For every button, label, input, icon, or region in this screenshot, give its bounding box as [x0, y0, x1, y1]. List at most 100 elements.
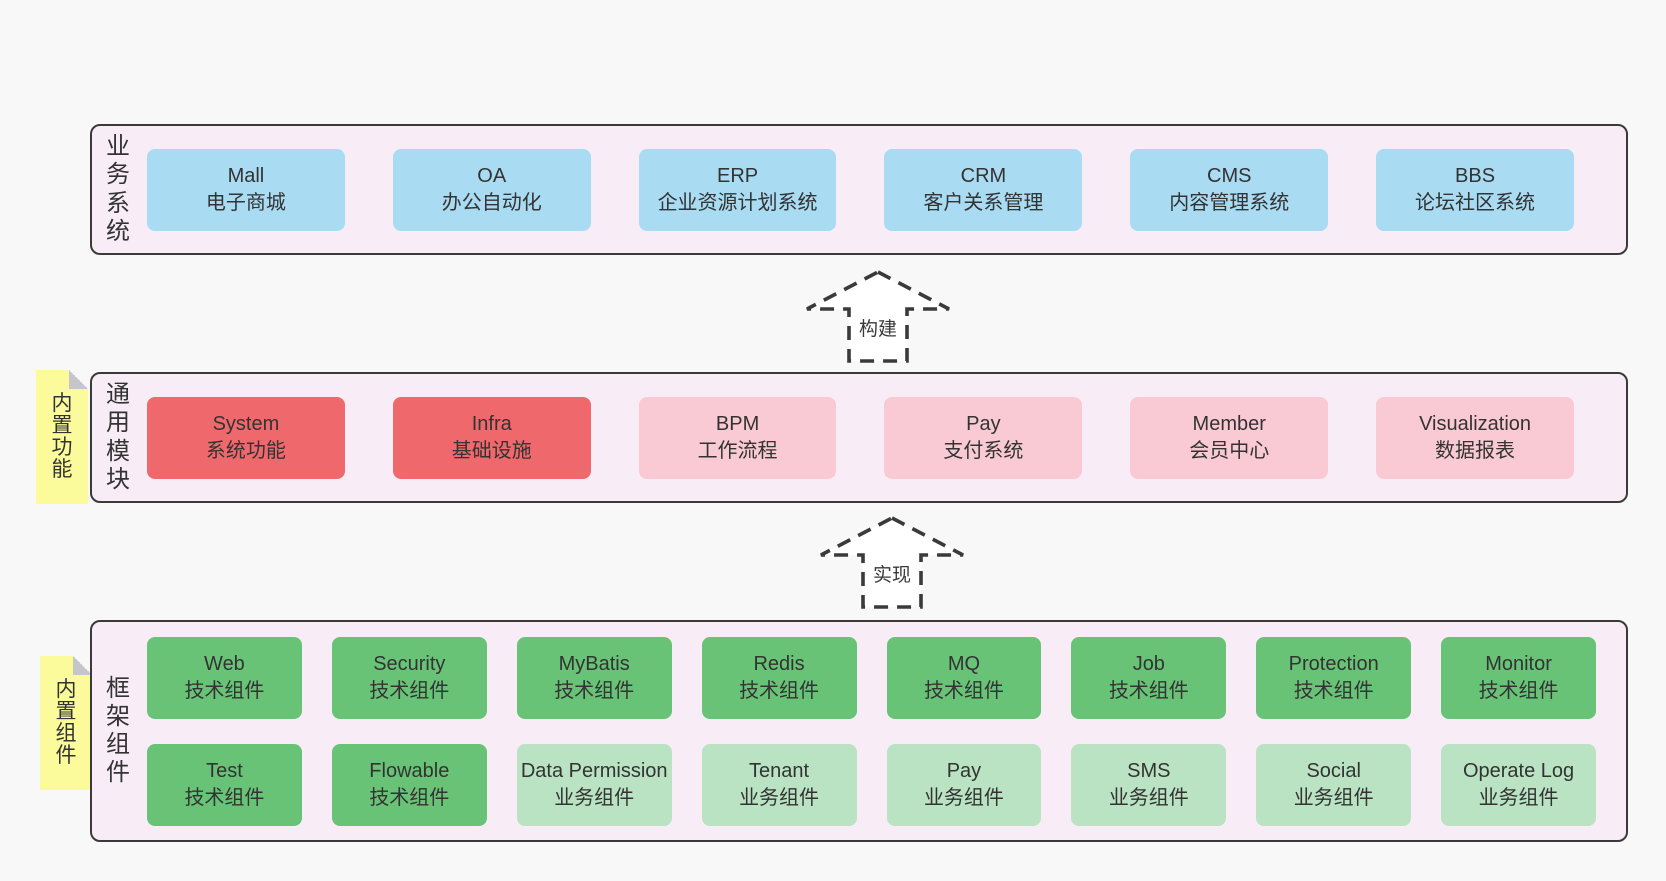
box-infra: Infra 基础设施 [392, 396, 591, 479]
box-subtitle: 客户关系管理 [923, 191, 1044, 214]
box-subtitle: 技术组件 [1478, 679, 1559, 702]
box-title: Job [1132, 652, 1165, 675]
box-redis: Redis 技术组件 [701, 636, 857, 719]
box-subtitle: 技术组件 [184, 679, 265, 702]
box-title: Data Permission [520, 759, 668, 782]
sticky-note-builtin-components: 内置组件 [40, 656, 92, 790]
box-subtitle: 业务组件 [1478, 786, 1559, 809]
box-title: SMS [1127, 759, 1171, 782]
box-bpm: BPM 工作流程 [638, 396, 837, 479]
modules-box-row: System 系统功能 Infra 基础设施 BPM 工作流程 Pay 支付系统… [147, 396, 1574, 479]
box-title: Mall [227, 164, 265, 187]
box-title: Redis [753, 652, 805, 675]
sticky-note-text: 内置组件 [55, 677, 77, 768]
box-title: Web [204, 652, 245, 675]
box-title: Social [1306, 759, 1361, 782]
framework-row-1: Web 技术组件 Security 技术组件 MyBatis 技术组件 Redi… [147, 636, 1596, 719]
box-monitor: Monitor 技术组件 [1441, 636, 1596, 719]
box-subtitle: 业务组件 [1293, 786, 1374, 809]
box-title: MQ [947, 652, 981, 675]
box-security: Security 技术组件 [331, 636, 487, 719]
section-label-framework: 框架组件 [106, 674, 130, 787]
box-subtitle: 业务组件 [554, 786, 635, 809]
folded-corner-icon [73, 656, 92, 675]
box-subtitle: 数据报表 [1435, 439, 1516, 462]
section-common-modules: 通用模块 System 系统功能 Infra 基础设施 BPM 工作流程 Pay… [90, 372, 1628, 503]
box-title: Flowable [369, 759, 450, 782]
box-title: Infra [471, 412, 512, 435]
section-business-systems: 业务系统 Mall 电子商城 OA 办公自动化 ERP 企业资源计划系统 CRM… [90, 124, 1628, 255]
box-tenant: Tenant 业务组件 [701, 743, 857, 826]
box-subtitle: 论坛社区系统 [1415, 191, 1536, 214]
box-data-permission: Data Permission 业务组件 [516, 743, 672, 826]
box-title: Security [373, 652, 446, 675]
box-mq: MQ 技术组件 [886, 636, 1042, 719]
arrow-label-implement: 实现 [869, 560, 915, 587]
box-title: Test [206, 759, 243, 782]
box-subtitle: 企业资源计划系统 [657, 191, 818, 214]
box-bbs: BBS 论坛社区系统 [1376, 148, 1574, 231]
box-system: System 系统功能 [147, 396, 345, 479]
box-title: Pay [966, 412, 1001, 435]
implement-arrow: 实现 [817, 514, 967, 611]
box-subtitle: 会员中心 [1189, 439, 1270, 462]
box-title: Member [1192, 412, 1266, 435]
box-title: OA [477, 164, 507, 187]
box-visualization: Visualization 数据报表 [1376, 396, 1574, 479]
box-pay: Pay 支付系统 [884, 396, 1083, 479]
box-web: Web 技术组件 [147, 636, 302, 719]
box-subtitle: 技术组件 [184, 786, 265, 809]
box-social: Social 业务组件 [1256, 743, 1412, 826]
box-crm: CRM 客户关系管理 [884, 148, 1083, 231]
box-subtitle: 基础设施 [451, 439, 532, 462]
box-subtitle: 技术组件 [739, 679, 820, 702]
section-framework-components: 框架组件 Web 技术组件 Security 技术组件 MyBatis 技术组件… [90, 620, 1628, 842]
box-subtitle: 技术组件 [369, 679, 450, 702]
box-title: Pay [946, 759, 982, 782]
sticky-note-builtin-features: 内置功能 [36, 370, 88, 504]
box-title: BBS [1455, 164, 1496, 187]
box-job: Job 技术组件 [1071, 636, 1227, 719]
section-label-business: 业务系统 [106, 133, 130, 245]
framework-row-2: Test 技术组件 Flowable 技术组件 Data Permission … [147, 743, 1596, 826]
box-title: CRM [960, 164, 1007, 187]
box-title: BPM [715, 412, 760, 435]
box-title: ERP [717, 164, 759, 187]
box-subtitle: 办公自动化 [441, 191, 542, 214]
box-subtitle: 技术组件 [923, 679, 1004, 702]
box-protection: Protection 技术组件 [1256, 636, 1412, 719]
box-subtitle: 电子商城 [205, 191, 286, 214]
box-title: Protection [1288, 652, 1379, 675]
box-cms: CMS 内容管理系统 [1130, 148, 1329, 231]
box-subtitle: 技术组件 [369, 786, 450, 809]
box-subtitle: 业务组件 [1108, 786, 1189, 809]
build-arrow: 构建 [803, 268, 953, 365]
box-subtitle: 技术组件 [1108, 679, 1189, 702]
box-pay-biz: Pay 业务组件 [886, 743, 1042, 826]
box-title: Visualization [1419, 412, 1532, 435]
box-mybatis: MyBatis 技术组件 [516, 636, 672, 719]
box-flowable: Flowable 技术组件 [331, 743, 487, 826]
box-mall: Mall 电子商城 [147, 148, 345, 231]
box-title: CMS [1207, 164, 1252, 187]
box-subtitle: 技术组件 [554, 679, 635, 702]
framework-box-grid: Web 技术组件 Security 技术组件 MyBatis 技术组件 Redi… [147, 636, 1596, 826]
box-erp: ERP 企业资源计划系统 [638, 148, 837, 231]
box-test: Test 技术组件 [147, 743, 302, 826]
box-title: MyBatis [558, 652, 630, 675]
box-subtitle: 技术组件 [1293, 679, 1374, 702]
box-title: Operate Log [1462, 759, 1575, 782]
arrow-label-build: 构建 [855, 314, 901, 341]
box-subtitle: 工作流程 [697, 439, 778, 462]
folded-corner-icon [69, 370, 88, 389]
sticky-note-text: 内置功能 [51, 391, 73, 482]
box-subtitle: 内容管理系统 [1169, 191, 1290, 214]
box-subtitle: 支付系统 [943, 439, 1024, 462]
box-subtitle: 业务组件 [923, 786, 1004, 809]
box-sms: SMS 业务组件 [1071, 743, 1227, 826]
box-oa: OA 办公自动化 [392, 148, 591, 231]
box-subtitle: 系统功能 [205, 439, 286, 462]
box-operate-log: Operate Log 业务组件 [1441, 743, 1596, 826]
box-title: Monitor [1485, 652, 1552, 675]
